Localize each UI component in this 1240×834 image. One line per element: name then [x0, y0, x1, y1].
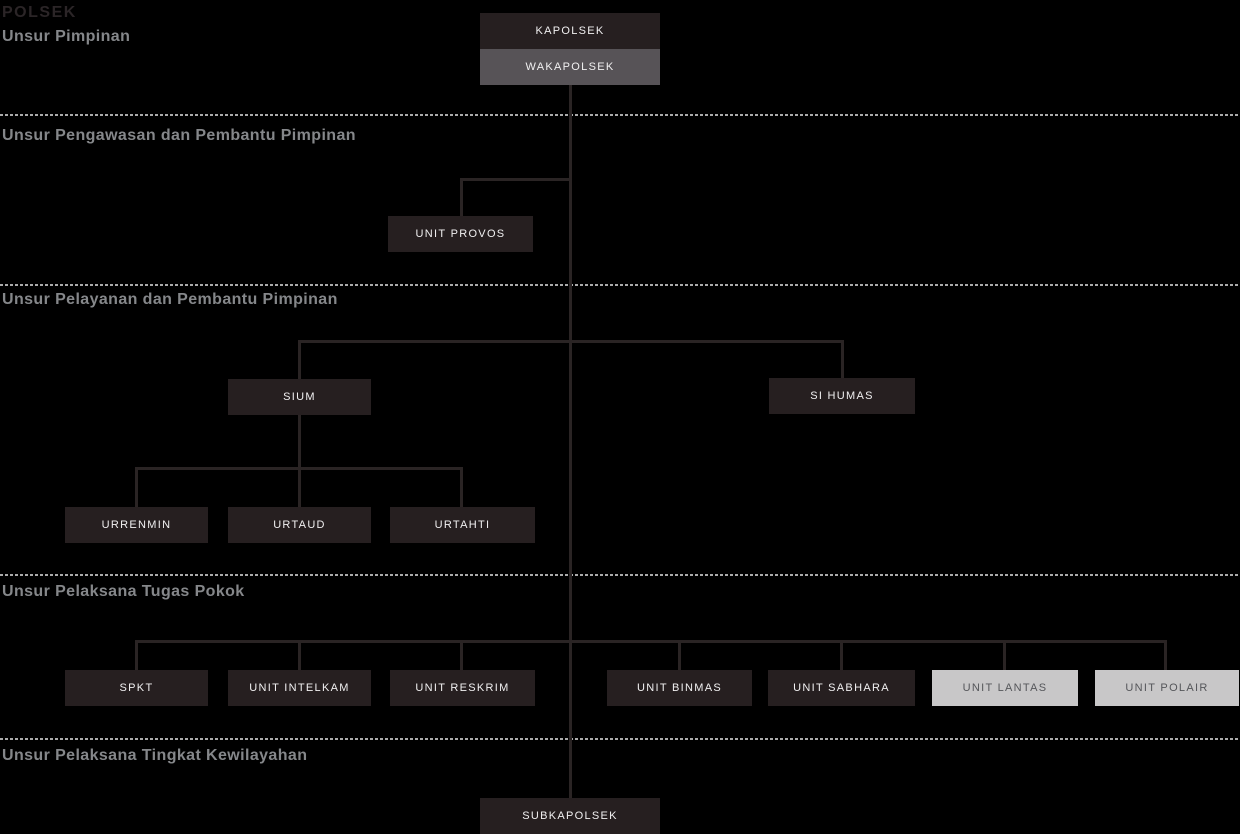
- section-divider: [0, 574, 1240, 576]
- section-divider: [0, 738, 1240, 740]
- connector-lantas-drop: [1003, 640, 1006, 670]
- connector-sium-stem: [298, 415, 301, 470]
- section-label-pelaksana-kewilayahan: Unsur Pelaksana Tingkat Kewilayahan: [2, 747, 308, 764]
- connector-provos-drop: [460, 178, 463, 216]
- org-node-unit-reskrim: UNIT RESKRIM: [390, 670, 535, 706]
- org-node-unit-binmas: UNIT BINMAS: [607, 670, 752, 706]
- section-divider: [0, 284, 1240, 286]
- org-node-wakapolsek: WAKAPOLSEK: [480, 49, 660, 85]
- connector-intelkam-drop: [298, 640, 301, 670]
- org-node-spkt: SPKT: [65, 670, 208, 706]
- connector-urtaud-drop: [298, 467, 301, 507]
- connector-sium-drop: [298, 340, 301, 379]
- org-node-kapolsek: KAPOLSEK: [480, 13, 660, 49]
- org-node-unit-polair: UNIT POLAIR: [1095, 670, 1239, 706]
- connector-urrenmin-drop: [135, 467, 138, 507]
- section-label-pelaksana-tugas-pokok: Unsur Pelaksana Tugas Pokok: [2, 583, 245, 600]
- connector-binmas-drop: [678, 640, 681, 670]
- connector-sabhara-drop: [840, 640, 843, 670]
- org-node-sium: SIUM: [228, 379, 371, 415]
- connector-main-vertical: [569, 85, 572, 798]
- org-node-unit-intelkam: UNIT INTELKAM: [228, 670, 371, 706]
- org-node-unit-sabhara: UNIT SABHARA: [768, 670, 915, 706]
- section-label-pelayanan: Unsur Pelayanan dan Pembantu Pimpinan: [2, 291, 338, 308]
- connector-polair-drop: [1164, 640, 1167, 670]
- org-node-urrenmin: URRENMIN: [65, 507, 208, 543]
- connector-provos-horizontal: [460, 178, 572, 181]
- connector-sihumas-drop: [841, 340, 844, 378]
- connector-tugas-pokok-horizontal: [135, 640, 1167, 643]
- section-label-pengawasan: Unsur Pengawasan dan Pembantu Pimpinan: [2, 127, 356, 144]
- connector-reskrim-drop: [460, 640, 463, 670]
- connector-spkt-drop: [135, 640, 138, 670]
- org-node-urtaud: URTAUD: [228, 507, 371, 543]
- page-title: POLSEK: [2, 4, 77, 21]
- section-divider: [0, 114, 1240, 116]
- connector-pelayanan-horizontal: [298, 340, 844, 343]
- org-node-unit-lantas: UNIT LANTAS: [932, 670, 1078, 706]
- connector-urtahti-drop: [460, 467, 463, 507]
- org-node-urtahti: URTAHTI: [390, 507, 535, 543]
- org-node-si-humas: SI HUMAS: [769, 378, 915, 414]
- section-label-unsur-pimpinan: Unsur Pimpinan: [2, 28, 131, 45]
- org-node-subkapolsek: SUBKAPOLSEK: [480, 798, 660, 834]
- org-node-unit-provos: UNIT PROVOS: [388, 216, 533, 252]
